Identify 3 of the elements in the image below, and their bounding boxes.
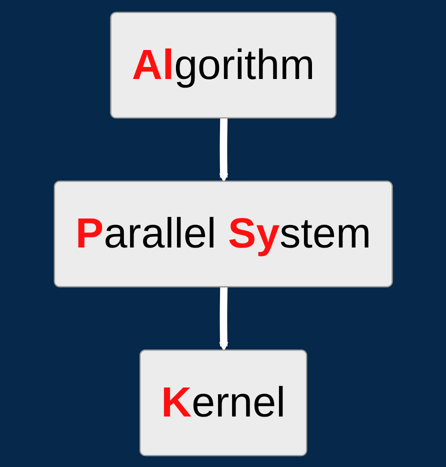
arrow — [218, 118, 228, 182]
flowchart: Algorithm Parallel System Kernel — [46, 4, 400, 464]
arrow — [218, 286, 228, 350]
